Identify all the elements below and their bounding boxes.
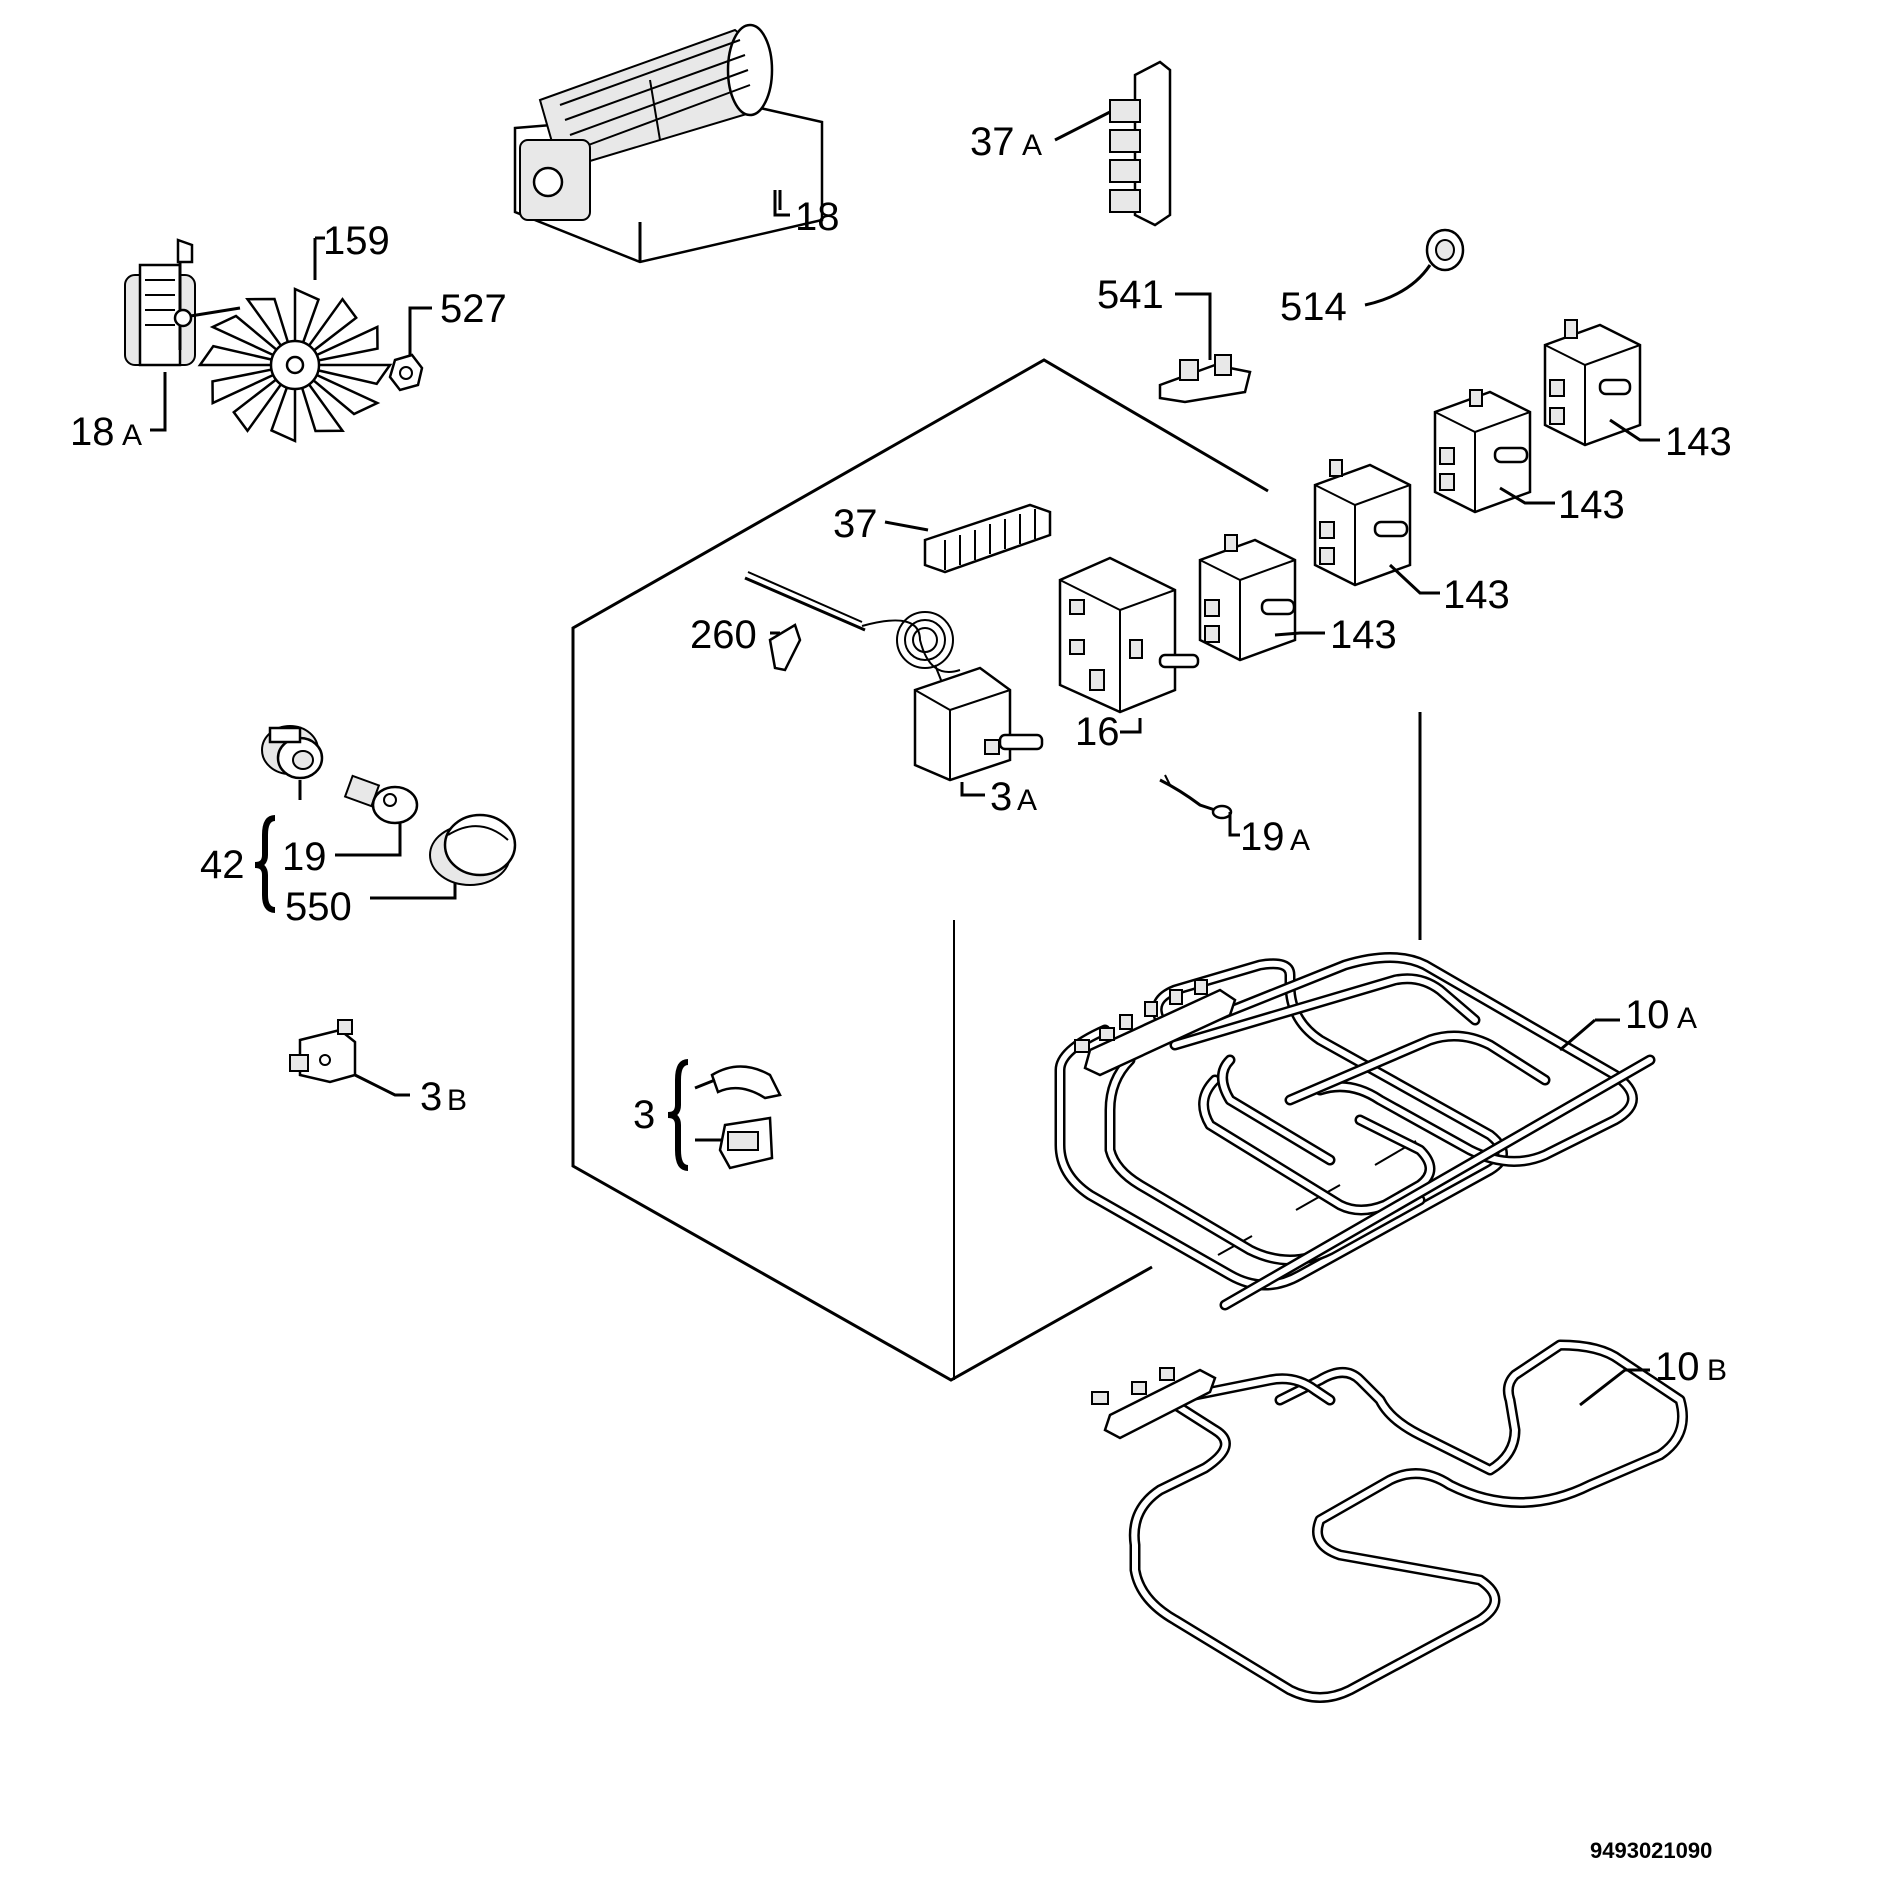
document-number: 9493021090 [1590,1838,1712,1863]
label-37: 37 [833,502,878,546]
lamp-holder-part [261,725,324,800]
label-19a-suffix: A [1290,824,1310,857]
label-527: 527 [440,287,507,331]
fan-motor-part [124,238,241,432]
label-16: 16 [1075,710,1120,754]
brace-42 [254,815,276,913]
nut-part [388,306,432,392]
label-3: 3 [633,1093,655,1137]
label-10b-suffix: B [1707,1354,1727,1387]
label-3b: 3 [420,1075,442,1119]
label-18a-suffix: A [122,419,142,452]
label-143-second: 143 [1558,483,1625,527]
label-541: 541 [1097,273,1164,317]
lamp-cover-part [370,813,517,900]
label-260: 260 [690,613,757,657]
rotary-switch-143-third [1313,459,1440,595]
thermostat-part [744,571,1044,797]
terminal-block-part [884,503,1052,574]
terminal-strip-part [1054,60,1172,227]
label-37a: 37 [970,120,1015,164]
label-10a-suffix: A [1677,1002,1697,1035]
label-143-top: 143 [1665,420,1732,464]
label-3b-suffix: B [447,1084,467,1117]
label-159: 159 [323,219,390,263]
label-42: 42 [200,843,245,887]
bottom-heating-element-part [1091,1339,1688,1703]
selector-switch-part [1058,556,1200,734]
callout-labels: 18 18 A 159 527 37 A 541 514 143 143 143… [70,120,1732,1389]
thermal-fuse-part [289,1019,410,1097]
label-18a: 18 [70,410,115,454]
label-3a: 3 [990,775,1012,819]
wire-sensor-part [1159,774,1240,837]
label-19: 19 [282,835,327,879]
fan-impeller-part [197,236,393,443]
label-10a: 10 [1625,993,1670,1037]
lamp-bulb-part [335,774,419,857]
bracket-parts-3 [667,1059,782,1171]
label-514: 514 [1280,285,1347,329]
oven-cavity-outline [571,358,1422,1382]
clip-part [768,623,802,672]
label-143-bottom: 143 [1330,613,1397,657]
rotary-switch-143-top [1543,319,1660,447]
grill-heating-element-part [1054,952,1656,1311]
rotary-switch-143-bottom [1198,534,1325,662]
label-37a-suffix: A [1022,129,1042,162]
holder-part [1158,292,1252,404]
tangential-fan-part [513,23,824,264]
label-143-third: 143 [1443,573,1510,617]
label-10b: 10 [1655,1345,1700,1389]
label-3a-suffix: A [1017,784,1037,817]
label-19a: 19 [1240,815,1285,859]
label-550: 550 [285,885,352,929]
rotary-switch-143-second [1433,389,1555,514]
bushing-part [1364,228,1465,307]
label-18: 18 [795,195,840,239]
